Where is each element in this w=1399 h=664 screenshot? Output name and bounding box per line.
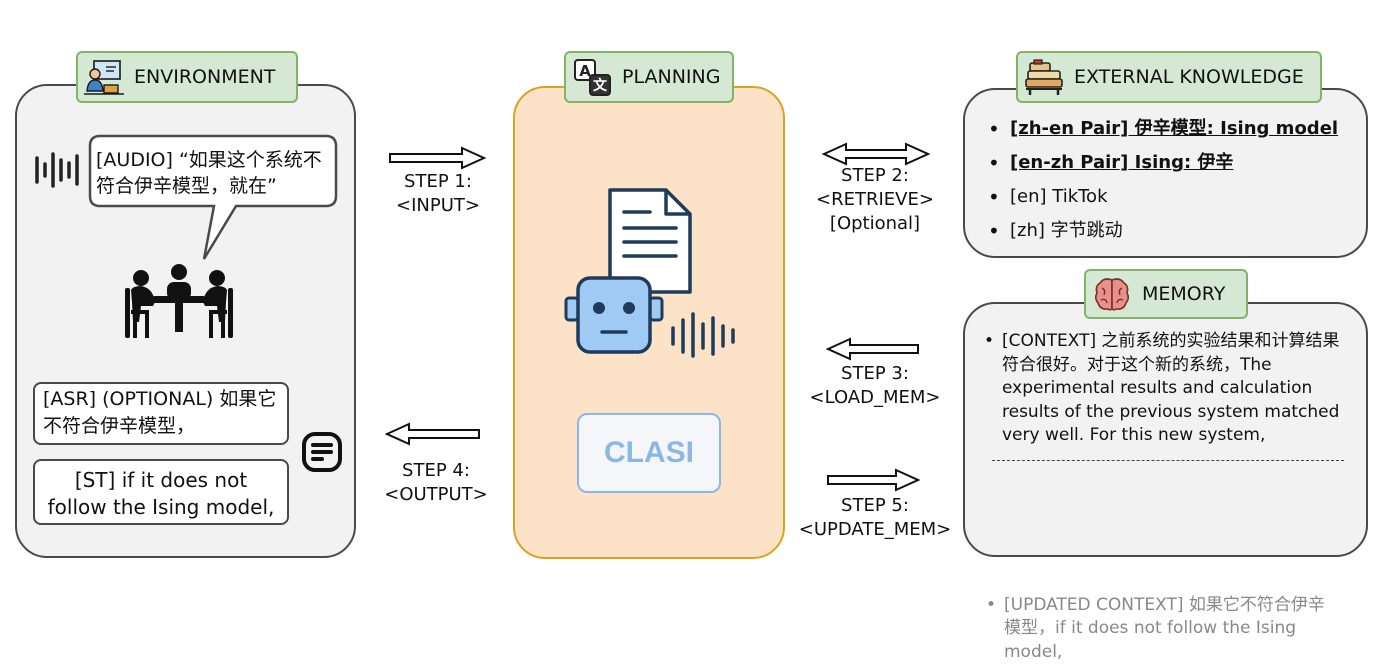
memory-tag: MEMORY [1084, 269, 1248, 319]
clasi-model-box: CLASI [577, 413, 721, 493]
step2-note: [Optional] [800, 212, 950, 236]
knowledge-item: [en] TikTok [984, 184, 1364, 218]
step1-arrow [388, 146, 488, 170]
translate-icon: A 文 [572, 57, 612, 97]
step1-label: STEP 1: <INPUT> [368, 170, 508, 218]
st-output-box: [ST] if it does not follow the Ising mod… [33, 459, 289, 525]
step4-arrow [385, 422, 481, 446]
step3-title: STEP 3: [800, 362, 950, 386]
step5-arrow [826, 468, 920, 492]
step1-title: STEP 1: [368, 170, 508, 194]
step2-label: STEP 2: <RETRIEVE> [Optional] [800, 164, 950, 236]
knowledge-item: [zh-en Pair] 伊辛模型: Ising model [984, 116, 1364, 150]
step4-title: STEP 4: [366, 459, 506, 483]
step3-label: STEP 3: <LOAD_MEM> [800, 362, 950, 410]
planning-title: PLANNING [622, 66, 720, 88]
knowledge-tag: EXTERNAL KNOWLEDGE [1016, 51, 1322, 103]
step3-action: <LOAD_MEM> [800, 386, 950, 410]
knowledge-list: [zh-en Pair] 伊辛模型: Ising model [en-zh Pa… [984, 116, 1364, 252]
robot-icon [564, 274, 664, 358]
memory-updated-context: [UPDATED CONTEXT] 如果它不符合伊辛模型，if it does … [984, 594, 1329, 664]
clasi-label: CLASI [604, 436, 694, 470]
step4-action: <OUTPUT> [366, 483, 506, 507]
environment-tag: ENVIRONMENT [76, 51, 298, 103]
audio-wave-icon [33, 150, 81, 190]
meeting-icon [123, 262, 235, 342]
environment-title: ENVIRONMENT [134, 66, 275, 88]
knowledge-item: [zh] 字节跳动 [984, 218, 1364, 252]
sound-wave-icon [668, 310, 738, 360]
knowledge-title: EXTERNAL KNOWLEDGE [1074, 66, 1304, 88]
books-icon [1024, 57, 1064, 97]
asr-output-box: [ASR] (OPTIONAL) 如果它不符合伊辛模型， [33, 382, 289, 445]
step2-action: <RETRIEVE> [800, 188, 950, 212]
presenter-icon [84, 57, 124, 97]
audio-transcript: [AUDIO] “如果这个系统不符合伊辛模型，就在” [96, 147, 336, 199]
step3-arrow [826, 337, 920, 361]
step5-title: STEP 5: [790, 494, 960, 518]
svg-text:文: 文 [593, 77, 608, 94]
step5-action: <UPDATE_MEM> [790, 518, 960, 542]
knowledge-item: [en-zh Pair] Ising: 伊辛 [984, 150, 1364, 184]
step1-action: <INPUT> [368, 194, 508, 218]
step4-label: STEP 4: <OUTPUT> [366, 459, 506, 507]
planning-tag: A 文 PLANNING [564, 51, 734, 103]
step5-label: STEP 5: <UPDATE_MEM> [790, 494, 960, 542]
brain-icon [1092, 274, 1132, 314]
memory-title: MEMORY [1142, 283, 1225, 305]
memory-divider [992, 460, 1344, 461]
notes-icon [300, 430, 344, 474]
memory-context: [CONTEXT] 之前系统的实验结果和计算结果符合很好。对于这个新的系统，Th… [982, 330, 1347, 448]
step2-title: STEP 2: [800, 164, 950, 188]
